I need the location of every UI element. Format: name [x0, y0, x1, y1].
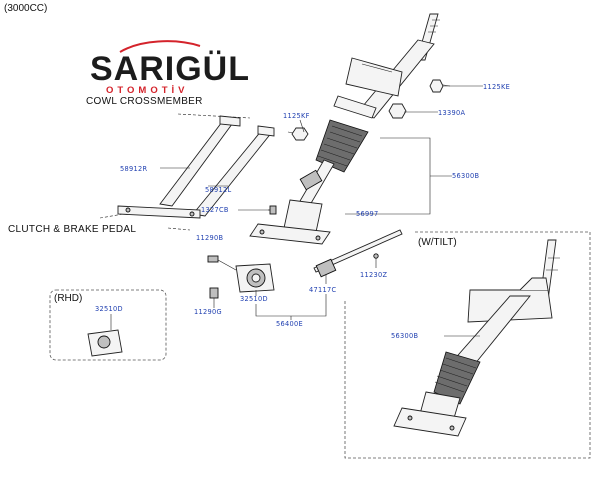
label-11290b: 11290B	[196, 234, 223, 242]
label-47117c: 47117C	[309, 286, 336, 294]
rhd-part-32510d	[87, 314, 123, 357]
tilt-box-title: (W/TILT)	[418, 237, 457, 248]
label-11230z: 11230Z	[360, 271, 387, 279]
rhd-box	[49, 289, 167, 361]
bracket-58912	[117, 115, 275, 219]
logo-main-text: SARIGÜL	[90, 50, 250, 88]
label-32510d-rhd: 32510D	[95, 305, 123, 313]
label-58912l: 58912L	[205, 186, 231, 194]
label-1125kf: 1125KF	[283, 112, 310, 120]
main-leaders	[160, 85, 483, 215]
cowl-leaders	[99, 113, 251, 231]
label-56300b-main: 56300B	[452, 172, 479, 180]
lower-shaft-assembly	[207, 229, 403, 320]
sarigul-logo: SARIGÜL OTOMOTİV	[90, 40, 250, 96]
logo-sub-text: OTOMOTİV	[106, 85, 189, 96]
engine-label: (3000CC)	[4, 3, 47, 14]
clutch-brake-pedal-label: CLUTCH & BRAKE PEDAL	[8, 224, 136, 235]
cowl-crossmember-label: COWL CROSSMEMBER	[86, 96, 203, 107]
label-11290g: 11290G	[194, 308, 222, 316]
rhd-box-title: (RHD)	[54, 293, 82, 304]
label-58912r: 58912R	[120, 165, 147, 173]
tilt-box	[344, 231, 591, 459]
label-1327cb: 1327CB	[201, 206, 229, 214]
label-56400e: 56400E	[276, 320, 303, 328]
label-1125ke: 1125KE	[483, 83, 510, 91]
tilt-steering-column	[393, 239, 560, 437]
steering-column-main	[249, 13, 451, 245]
label-56997: 56997	[356, 210, 378, 218]
logo-swoosh	[119, 40, 201, 53]
label-32510d-main: 32510D	[240, 295, 268, 303]
label-56300b-tilt: 56300B	[391, 332, 418, 340]
label-13390a: 13390A	[438, 109, 465, 117]
